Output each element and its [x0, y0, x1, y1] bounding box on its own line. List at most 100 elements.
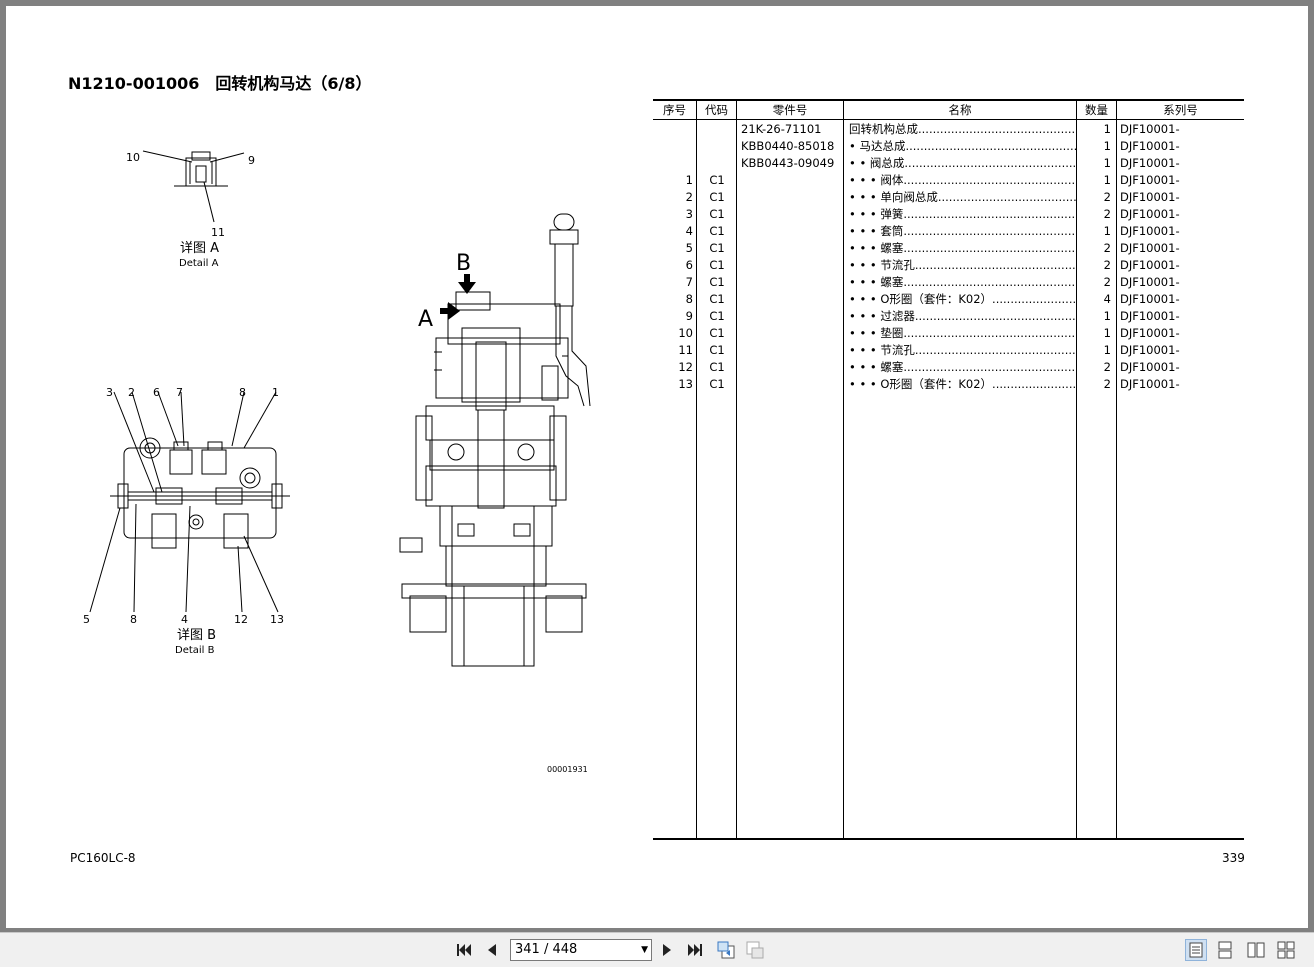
row-series: DJF10001- [1120, 258, 1180, 272]
leader-dots: ........................................… [903, 207, 1077, 221]
previous-page-button[interactable] [481, 939, 503, 961]
row-series: DJF10001- [1120, 156, 1180, 170]
continuous-facing-view-button[interactable] [1275, 939, 1297, 961]
row-name: 回转机构总成..................................… [849, 121, 1077, 138]
previous-page-icon [488, 944, 496, 956]
go-back-view-button[interactable] [715, 939, 737, 961]
row-qty: 2 [1103, 190, 1111, 204]
model-name: PC160LC-8 [70, 851, 136, 865]
detail-b-label-cn: 详图 B [177, 628, 216, 643]
callout-b-bottom-4: 13 [270, 613, 284, 626]
detail-a-label-en: Detail A [179, 258, 219, 269]
row-name: • • • O形圈（套件：K02）.......................… [849, 291, 1077, 308]
page-number-input[interactable]: 341 / 448 ▼ [510, 939, 652, 961]
detail-b-label-en: Detail B [175, 645, 215, 656]
row-qty: 1 [1103, 343, 1111, 357]
forward-view-icon [746, 941, 764, 959]
row-code: C1 [709, 173, 725, 187]
row-series: DJF10001- [1120, 275, 1180, 289]
row-seq: 2 [685, 190, 693, 204]
leader-dots: ........................................… [937, 190, 1077, 204]
leader-dots: ........................................… [992, 377, 1077, 391]
header-seq: 序号 [663, 103, 686, 117]
row-qty: 2 [1103, 241, 1111, 255]
leader-dots: ........................................… [914, 258, 1077, 272]
page-indicator: 341 / 448 [515, 942, 578, 957]
row-name: • • • 单向阀总成.............................… [849, 189, 1077, 206]
parts-table-body: 21K-26-71101 回转机构总成......................… [653, 121, 1244, 393]
row-name: • • • O形圈（套件：K02）.......................… [849, 376, 1077, 393]
callout-b-top-3: 7 [176, 386, 183, 399]
row-seq: 8 [685, 292, 693, 306]
row-series: DJF10001- [1120, 207, 1180, 221]
leader-dots: ........................................… [903, 326, 1077, 340]
row-series: DJF10001- [1120, 139, 1180, 153]
row-series: DJF10001- [1120, 326, 1180, 340]
row-name: • • • 垫圈................................… [849, 325, 1077, 342]
row-code: C1 [709, 241, 725, 255]
row-qty: 1 [1103, 224, 1111, 238]
header-qty: 数量 [1085, 103, 1108, 117]
header-part-number: 零件号 [772, 103, 808, 117]
callout-b-top-5: 1 [272, 386, 279, 399]
document-page: N1210-001006 回转机构马达（6/8） [6, 6, 1308, 928]
callout-b-top-4: 8 [239, 386, 246, 399]
last-page-icon [688, 944, 702, 956]
callout-a-0: 10 [126, 151, 140, 164]
continuous-page-icon [1218, 941, 1232, 959]
leader-dots: ........................................… [903, 173, 1077, 187]
row-seq: 4 [685, 224, 693, 238]
row-series: DJF10001- [1120, 224, 1180, 238]
row-part-number: 21K-26-71101 [741, 122, 822, 136]
facing-view-button[interactable] [1245, 939, 1267, 961]
single-page-view-button[interactable] [1185, 939, 1207, 961]
last-page-button[interactable] [684, 939, 706, 961]
leader-dots: ........................................… [903, 224, 1077, 238]
row-code: C1 [709, 207, 725, 221]
row-seq: 5 [685, 241, 693, 255]
page-number: 339 [1222, 851, 1245, 865]
row-series: DJF10001- [1120, 377, 1180, 391]
row-name: • • • 弹簧................................… [849, 206, 1077, 223]
row-seq: 3 [685, 207, 693, 221]
continuous-view-button[interactable] [1214, 939, 1236, 961]
go-forward-view-button[interactable] [744, 939, 766, 961]
back-view-icon [717, 941, 735, 959]
row-name: • • • 螺塞................................… [849, 274, 1077, 291]
row-series: DJF10001- [1120, 343, 1180, 357]
callout-b-top-1: 2 [128, 386, 135, 399]
table-row: 3 C1 • • • 弹簧.............................… [653, 206, 1244, 223]
first-page-button[interactable] [453, 939, 475, 961]
row-name: • • 阀总成.................................… [849, 155, 1077, 172]
row-qty: 4 [1103, 292, 1111, 306]
callout-b-bottom-0: 5 [83, 613, 90, 626]
row-seq: 11 [678, 343, 693, 357]
row-series: DJF10001- [1120, 241, 1180, 255]
row-seq: 13 [678, 377, 693, 391]
callout-b-bottom-3: 12 [234, 613, 248, 626]
swing-motor-drawing [399, 213, 591, 667]
view-arrows [440, 274, 476, 320]
row-code: C1 [709, 258, 725, 272]
row-code: C1 [709, 360, 725, 374]
leader-dots: ........................................… [914, 343, 1077, 357]
row-qty: 1 [1103, 173, 1111, 187]
chevron-down-icon[interactable]: ▼ [641, 945, 648, 955]
header-series: 系列号 [1163, 103, 1198, 117]
leader-dots: ........................................… [905, 139, 1077, 153]
next-page-button[interactable] [656, 939, 678, 961]
callout-b-top-2: 6 [153, 386, 160, 399]
row-code: C1 [709, 224, 725, 238]
row-code: C1 [709, 190, 725, 204]
detail-a-label-cn: 详图 A [180, 241, 219, 256]
leader-dots: ........................................… [914, 309, 1077, 323]
